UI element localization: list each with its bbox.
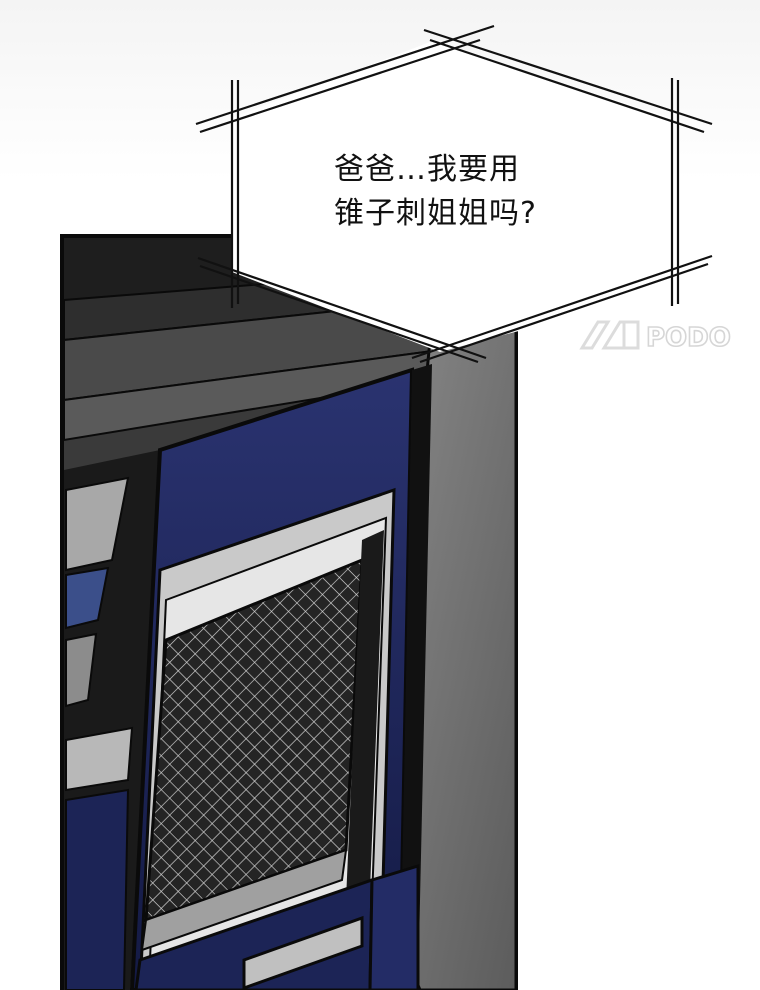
watermark-text: PODO — [646, 323, 731, 352]
door-handle — [242, 915, 364, 990]
speech-bubble — [232, 42, 672, 352]
dialogue-line-2: 锥子刺姐姐吗? — [334, 196, 537, 231]
podo-logo-icon — [579, 320, 640, 350]
podo-watermark: PODO — [579, 320, 732, 352]
left-grey-strip — [65, 632, 98, 708]
dialogue-line-1: 爸爸…我要用 — [334, 152, 520, 187]
lower-door-right — [368, 863, 420, 990]
left-light-strip — [65, 476, 130, 572]
vent-shadow — [346, 530, 384, 900]
door-edge — [400, 364, 432, 990]
left-light-strip-2 — [65, 726, 134, 792]
vent-ledge — [140, 848, 348, 952]
speech-bubble-text: 爸爸…我要用 锥子刺姐姐吗? — [334, 148, 634, 236]
speech-bubble-outline — [195, 24, 713, 364]
left-navy-strip — [65, 788, 130, 990]
left-blue-strip — [65, 566, 110, 630]
